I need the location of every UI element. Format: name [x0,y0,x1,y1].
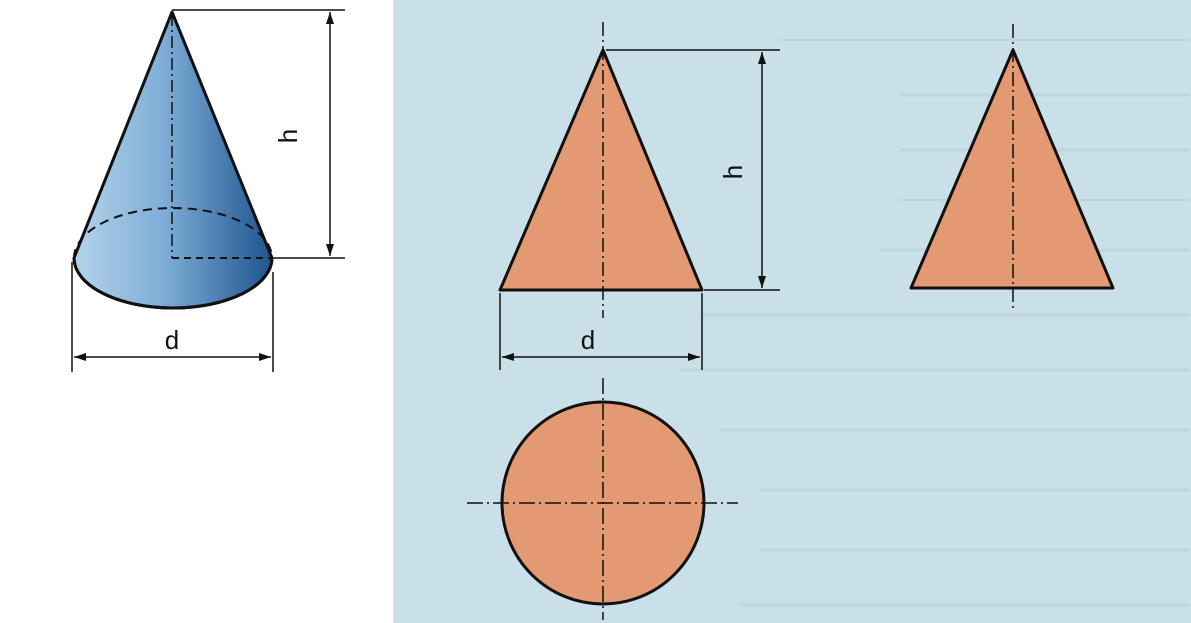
front-view-diameter-dimension [499,293,703,370]
cone-body [72,10,274,310]
cone-height-dimension [172,9,345,259]
cone-diameter-label: d [165,325,179,355]
side-view [909,24,1115,312]
cone-height-label: h [273,129,303,143]
cone-diameter-dimension [71,262,274,372]
front-view-height-dimension [606,49,780,291]
side-view-triangle [909,48,1115,290]
front-view [498,22,704,318]
front-view-diameter-label: d [581,325,595,355]
cone-3d [72,10,274,310]
cone-base-front-arc [72,257,274,310]
cone-base-hidden-arc [73,207,273,259]
front-view-triangle [498,48,704,292]
front-view-height-label: h [718,165,748,179]
top-view [467,378,738,620]
